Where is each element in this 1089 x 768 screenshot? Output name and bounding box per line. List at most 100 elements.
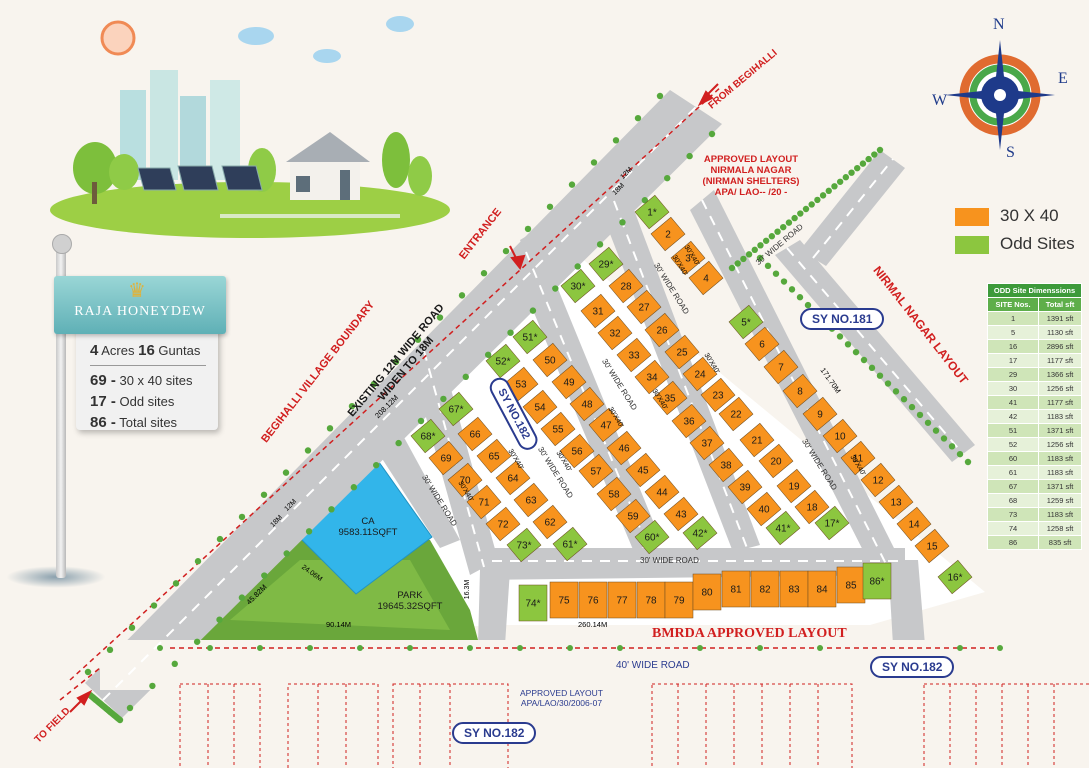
plot-27[interactable]: 27: [626, 289, 662, 325]
plot-36[interactable]: 36: [671, 403, 707, 439]
plot-46[interactable]: 46: [606, 430, 642, 466]
plot-50[interactable]: 50: [532, 342, 568, 378]
plot-44[interactable]: 44: [644, 474, 680, 510]
plot-5-odd[interactable]: 5*: [728, 304, 764, 340]
plot-39[interactable]: 39: [727, 469, 763, 505]
plot-32[interactable]: 32: [597, 315, 633, 351]
plot-37[interactable]: 37: [689, 425, 725, 461]
plot-61-odd[interactable]: 61*: [552, 526, 588, 562]
plot-shape: [739, 422, 775, 458]
plot-21[interactable]: 21: [739, 422, 775, 458]
plot-63[interactable]: 63: [513, 482, 549, 518]
plot-73-odd[interactable]: 73*: [506, 527, 542, 563]
plot-80[interactable]: 80: [692, 573, 722, 611]
plot-86-odd[interactable]: 86*: [862, 562, 892, 600]
plot-66[interactable]: 66: [457, 416, 493, 452]
plot-55[interactable]: 55: [540, 411, 576, 447]
plot-57[interactable]: 57: [578, 453, 614, 489]
plot-67-odd[interactable]: 67*: [438, 391, 474, 427]
plot-26[interactable]: 26: [644, 312, 680, 348]
approved-bottom-line-1: APPROVED LAYOUT: [520, 688, 603, 698]
plot-49[interactable]: 49: [551, 364, 587, 400]
plot-17-odd[interactable]: 17*: [814, 505, 850, 541]
plot-22[interactable]: 22: [718, 396, 754, 432]
plot-34[interactable]: 34: [634, 359, 670, 395]
plot-83[interactable]: 83: [779, 570, 809, 608]
plot-68-odd[interactable]: 68*: [410, 418, 446, 454]
plot-79[interactable]: 79: [664, 581, 694, 619]
plot-76[interactable]: 76: [578, 581, 608, 619]
plot-77[interactable]: 77: [607, 581, 637, 619]
plot-75[interactable]: 75: [549, 581, 579, 619]
plot-29-odd[interactable]: 29*: [588, 246, 624, 282]
plot-19[interactable]: 19: [776, 468, 812, 504]
plot-82[interactable]: 82: [750, 570, 780, 608]
plot-8[interactable]: 8: [782, 373, 818, 409]
plot-14[interactable]: 14: [896, 506, 932, 542]
plot-47[interactable]: 47: [588, 407, 624, 443]
plot-30-odd[interactable]: 30*: [560, 268, 596, 304]
plot-shape: [692, 573, 722, 611]
plot-number: 78: [645, 596, 657, 607]
plot-40[interactable]: 40: [746, 491, 782, 527]
plot-78[interactable]: 78: [636, 581, 666, 619]
plot-72[interactable]: 72: [485, 506, 521, 542]
plot-43[interactable]: 43: [663, 496, 699, 532]
plot-25[interactable]: 25: [664, 334, 700, 370]
plot-24[interactable]: 24: [682, 356, 718, 392]
plot-45[interactable]: 45: [625, 452, 661, 488]
tree-icon: [785, 219, 793, 226]
plot-13[interactable]: 13: [878, 484, 914, 520]
plot-74-odd[interactable]: 74*: [518, 584, 548, 622]
plot-41-odd[interactable]: 41*: [765, 510, 801, 546]
plot-65[interactable]: 65: [476, 438, 512, 474]
plot-16-odd[interactable]: 16*: [937, 559, 973, 595]
plot-48[interactable]: 48: [569, 386, 605, 422]
plot-10[interactable]: 10: [822, 418, 858, 454]
plot-69[interactable]: 69: [428, 440, 464, 476]
plot-60-odd[interactable]: 60*: [634, 519, 670, 555]
plot-2[interactable]: 2: [650, 216, 686, 252]
plot-shape: [608, 268, 644, 304]
plot-52-odd[interactable]: 52*: [485, 343, 521, 379]
plot-28[interactable]: 28: [608, 268, 644, 304]
plot-18[interactable]: 18: [794, 489, 830, 525]
plot-11[interactable]: 11: [840, 440, 876, 476]
plot-15[interactable]: 15: [914, 528, 950, 564]
plot-56[interactable]: 56: [559, 433, 595, 469]
plot-62[interactable]: 62: [532, 504, 568, 540]
plot-84[interactable]: 84: [807, 570, 837, 608]
plot-4[interactable]: 4: [688, 260, 724, 296]
plot-70[interactable]: 70: [447, 462, 483, 498]
plot-1-odd[interactable]: 1*: [634, 194, 670, 230]
plot-64[interactable]: 64: [495, 460, 531, 496]
ca-label: CA 9583.11SQFT: [328, 516, 408, 538]
plot-number: 56: [571, 447, 583, 458]
tree-icon: [876, 372, 884, 379]
plot-38[interactable]: 38: [708, 447, 744, 483]
plot-33[interactable]: 33: [616, 337, 652, 373]
plot-number: 75: [558, 596, 570, 607]
plot-58[interactable]: 58: [596, 476, 632, 512]
plot-31[interactable]: 31: [580, 293, 616, 329]
plot-20[interactable]: 20: [758, 443, 794, 479]
plot-23[interactable]: 23: [700, 377, 736, 413]
plot-54[interactable]: 54: [522, 389, 558, 425]
plot-7[interactable]: 7: [763, 349, 799, 385]
approved-line-2: NIRMALA NAGAR: [710, 165, 792, 176]
plot-85[interactable]: 85: [836, 566, 866, 604]
plot-81[interactable]: 81: [721, 570, 751, 608]
plot-3[interactable]: 3: [670, 240, 706, 276]
plot-6[interactable]: 6: [744, 326, 780, 362]
plot-59[interactable]: 59: [615, 498, 651, 534]
plot-71[interactable]: 71: [466, 484, 502, 520]
plot-12[interactable]: 12: [860, 462, 896, 498]
plot-35[interactable]: 35: [652, 380, 688, 416]
plot-9[interactable]: 9: [802, 396, 838, 432]
sites-30x40-label: 30 x 40 sites: [119, 373, 193, 388]
plot-51-odd[interactable]: 51*: [512, 319, 548, 355]
plot-42-odd[interactable]: 42*: [682, 515, 718, 551]
area-line: 4 Acres 16 Guntas: [90, 342, 218, 359]
